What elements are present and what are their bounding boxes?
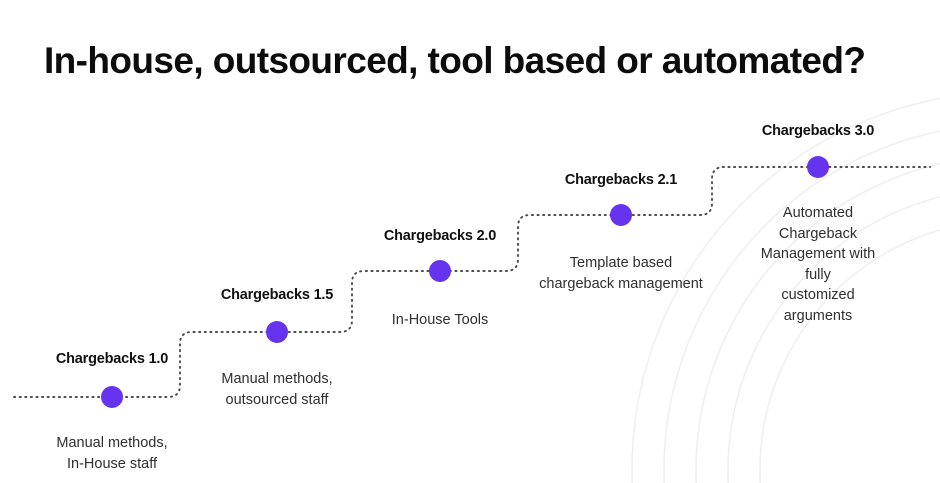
- step-desc-chargebacks-1-0: Manual methods, In-House staff: [56, 435, 168, 472]
- step-desc-chargebacks-3-0: Automated Chargeback Management with ful…: [760, 205, 876, 324]
- step-dot-chargebacks-1-0[interactable]: [101, 386, 123, 408]
- step-title-chargebacks-3-0: Chargebacks 3.0: [761, 123, 875, 139]
- step-desc-chargebacks-2-0: In-House Tools: [391, 312, 489, 328]
- step-title-chargebacks-2-1: Chargebacks 2.1: [564, 172, 678, 188]
- step-dot-chargebacks-2-0[interactable]: [429, 260, 451, 282]
- step-dot-chargebacks-1-5[interactable]: [266, 321, 288, 343]
- step-desc-chargebacks-1-5: Manual methods, outsourced staff: [221, 371, 333, 408]
- step-title-chargebacks-1-5: Chargebacks 1.5: [220, 287, 334, 303]
- step-title-chargebacks-2-0: Chargebacks 2.0: [383, 228, 497, 244]
- page-title: In-house, outsourced, tool based or auto…: [44, 40, 866, 81]
- step-title-chargebacks-1-0: Chargebacks 1.0: [55, 351, 169, 367]
- step-dot-chargebacks-3-0[interactable]: [807, 156, 829, 178]
- step-dot-chargebacks-2-1[interactable]: [610, 204, 632, 226]
- step-desc-chargebacks-2-1: Template based chargeback management: [539, 255, 703, 292]
